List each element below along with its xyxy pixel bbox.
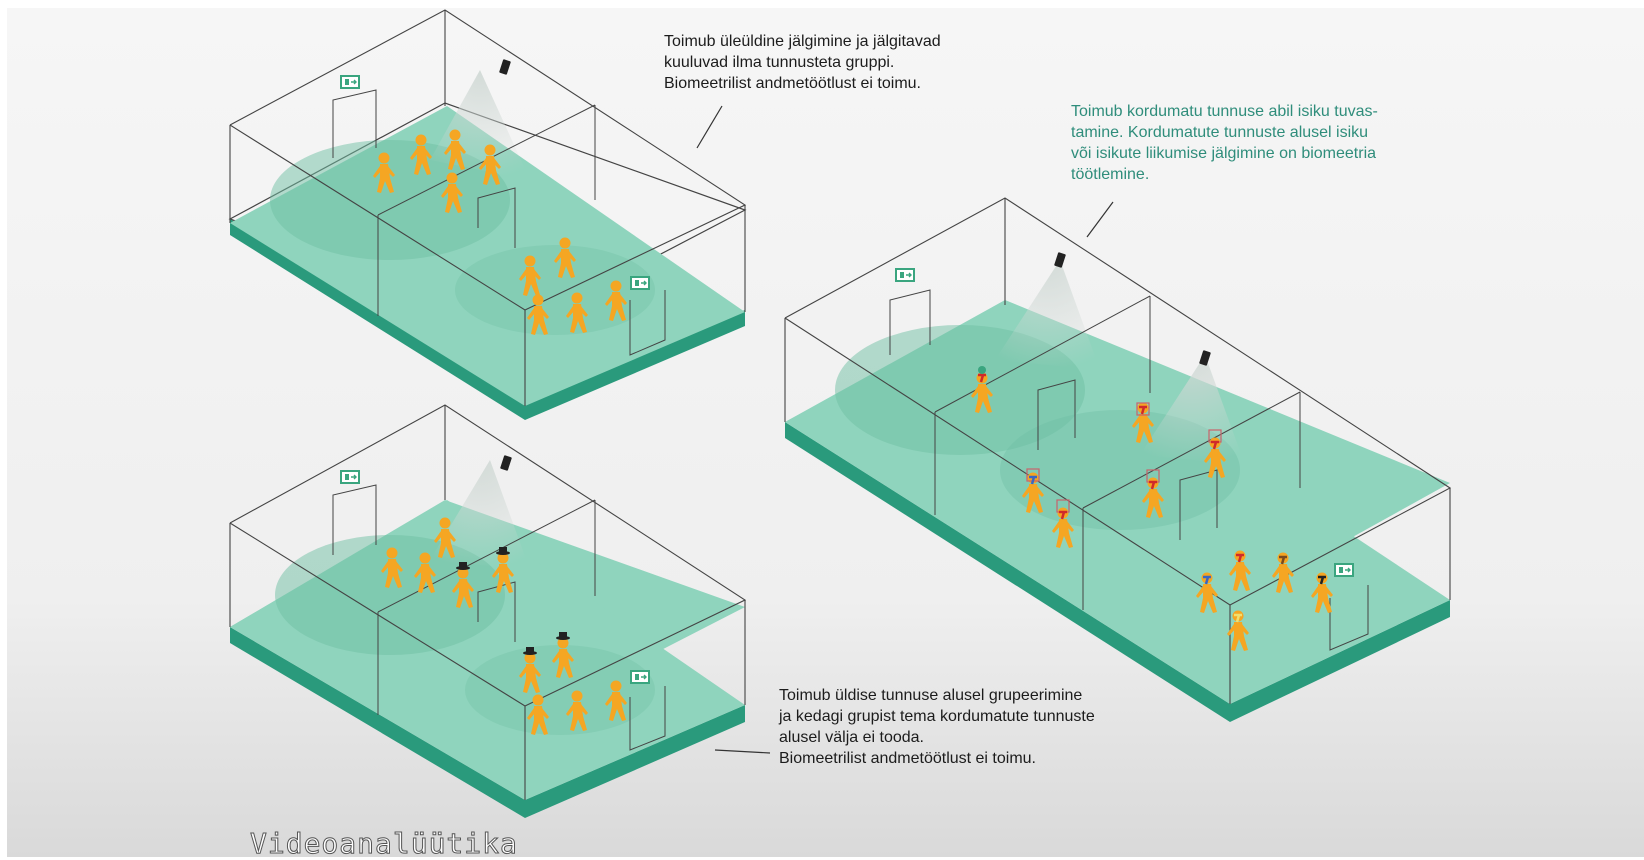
- caption-general-tracking: Toimub üleüldine jälgimine ja jälgitavad…: [664, 33, 941, 92]
- caption-identification: Toimub kordumatu tunnuse abil isiku tuva…: [1071, 103, 1378, 183]
- exit-sign-icon: [1334, 563, 1354, 577]
- room-diagram-grouping: [229, 404, 747, 818]
- exit-sign-icon: [895, 268, 915, 282]
- scarf-icon: [978, 373, 1326, 623]
- page-title: Videoanalüütika: [250, 827, 518, 860]
- exit-sign-icon: [340, 470, 360, 484]
- exit-sign-icon: [630, 670, 650, 684]
- callout-line: [714, 749, 771, 754]
- exit-sign-icon: [340, 75, 360, 89]
- callout-line: [1086, 201, 1114, 238]
- exit-sign-icon: [630, 276, 650, 290]
- face-box-icon: [978, 366, 986, 374]
- caption-grouping: Toimub üldise tunnuse alusel grupeerimin…: [779, 687, 1095, 767]
- room-diagram-general-tracking: [228, 9, 747, 420]
- room-diagram-identification: [784, 197, 1452, 722]
- callout-line: [696, 105, 723, 149]
- hat-icon: [456, 547, 570, 655]
